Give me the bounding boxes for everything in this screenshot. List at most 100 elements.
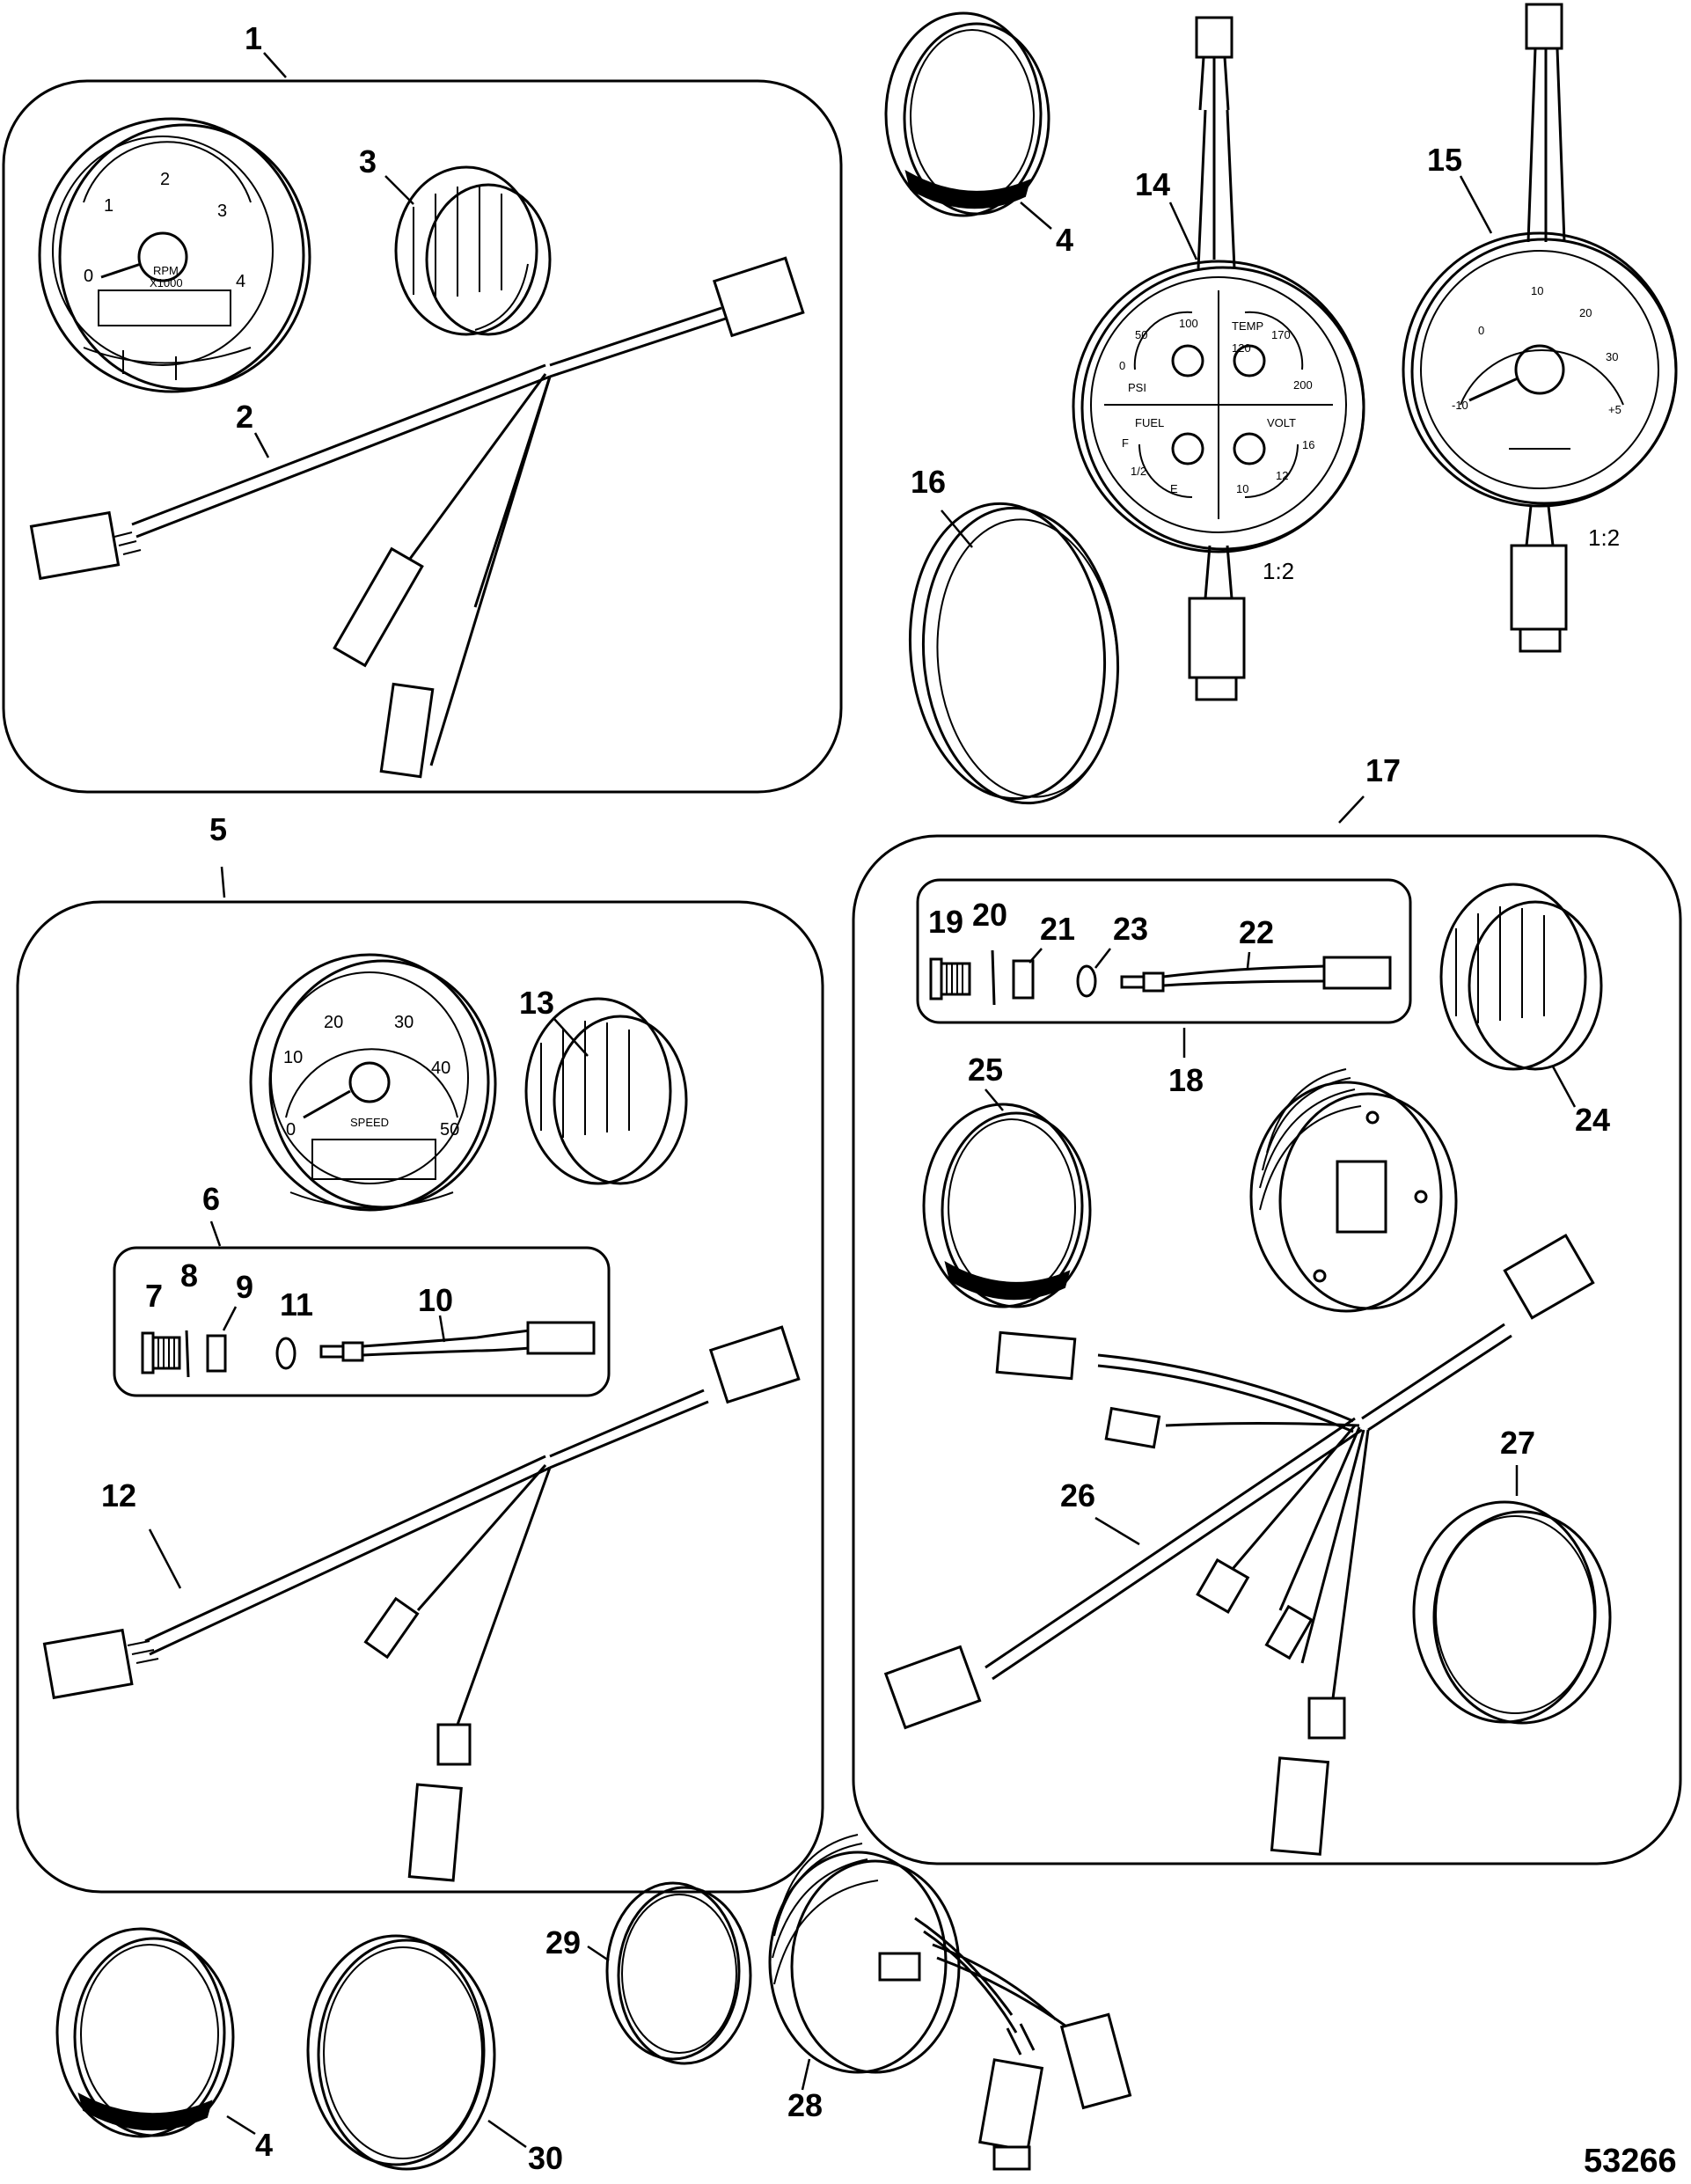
svg-text:-10: -10	[1452, 399, 1468, 412]
svg-text:+5: +5	[1608, 403, 1621, 416]
part-27-ring	[1412, 1500, 1612, 1725]
svg-text:200: 200	[1293, 378, 1313, 392]
part-21-nut	[1012, 959, 1035, 1000]
part-4-bezel-top	[884, 11, 1050, 217]
part-15-gauge: -10 0 10 20 30 +5	[1402, 3, 1678, 653]
svg-text:20: 20	[1579, 306, 1592, 319]
group-6-box	[113, 1246, 611, 1397]
svg-text:VOLT: VOLT	[1267, 416, 1296, 429]
callout-15: 15	[1427, 142, 1462, 178]
svg-text:3: 3	[217, 202, 227, 221]
part-12-harness	[42, 1325, 801, 1882]
svg-text:0: 0	[286, 1120, 296, 1140]
callout-24: 24	[1575, 1102, 1610, 1138]
svg-text:SPEED: SPEED	[350, 1116, 389, 1129]
callout-4-top: 4	[1056, 222, 1073, 258]
svg-text:40: 40	[431, 1059, 450, 1078]
svg-text:170: 170	[1271, 328, 1291, 341]
svg-text:20: 20	[324, 1013, 343, 1032]
callout-30: 30	[528, 2140, 563, 2176]
callout-5: 5	[209, 811, 227, 847]
svg-text:TEMP: TEMP	[1232, 319, 1263, 333]
part-30-ring	[306, 1934, 496, 2171]
scale-15: 1:2	[1588, 524, 1620, 551]
callout-14: 14	[1135, 166, 1170, 202]
svg-text:30: 30	[394, 1013, 414, 1032]
part-10-sensor	[319, 1321, 596, 1362]
svg-text:0: 0	[1119, 359, 1125, 372]
part-2-harness	[29, 256, 805, 779]
group-18-box	[916, 878, 1412, 1024]
part-26-harness	[883, 1233, 1595, 1856]
part-25-bezel	[922, 1103, 1092, 1308]
part-7-fitting	[141, 1331, 181, 1374]
part-22-sensor	[1120, 956, 1392, 993]
svg-text:F: F	[1122, 436, 1129, 450]
svg-text:1/2: 1/2	[1131, 465, 1146, 478]
group-5-box	[16, 900, 824, 1894]
callout-17: 17	[1365, 752, 1401, 788]
callout-23: 23	[1113, 911, 1148, 947]
callout-13: 13	[519, 985, 554, 1021]
callout-6: 6	[202, 1181, 220, 1217]
part-8-washer	[185, 1330, 190, 1378]
callout-11: 11	[280, 1286, 313, 1323]
part-29-ring	[605, 1881, 752, 2065]
svg-text:100: 100	[1179, 317, 1198, 330]
svg-text:10: 10	[283, 1048, 303, 1067]
svg-text:120: 120	[1232, 341, 1251, 355]
scale-14: 1:2	[1263, 558, 1294, 584]
svg-text:30: 30	[1606, 350, 1618, 363]
svg-text:FUEL: FUEL	[1135, 416, 1164, 429]
callout-20: 20	[972, 897, 1007, 933]
part-23-oring	[1076, 964, 1097, 998]
svg-text:X1000: X1000	[150, 276, 183, 289]
callout-4-bottom: 4	[255, 2127, 273, 2163]
part-28-gauge-body	[768, 1834, 1132, 2171]
group-17-box	[852, 834, 1682, 1865]
figure-number: 53266	[1584, 2143, 1677, 2180]
part-20-washer	[991, 949, 996, 1006]
gauge-body-back	[1249, 1068, 1458, 1313]
callout-8: 8	[180, 1257, 198, 1294]
callout-10: 10	[418, 1282, 453, 1318]
svg-text:10: 10	[1236, 482, 1248, 495]
part-13-bezel-nut	[524, 997, 688, 1185]
callout-2: 2	[236, 399, 253, 435]
svg-text:1: 1	[104, 196, 113, 216]
svg-text:50: 50	[1135, 328, 1147, 341]
part-16-ring	[908, 502, 1120, 805]
tachometer-gauge: 0 1 2 3 4 RPM X1000	[38, 117, 311, 393]
svg-text:PSI: PSI	[1128, 381, 1146, 394]
svg-text:0: 0	[1478, 324, 1484, 337]
callout-9: 9	[236, 1269, 253, 1305]
part-11-oring	[275, 1337, 296, 1370]
part-3-bezel-nut	[394, 165, 552, 336]
callout-22: 22	[1239, 914, 1274, 950]
part-14-multi-gauge: PSI TEMP FUEL VOLT 0 50 100 120 170 200 …	[1072, 16, 1365, 701]
part-4-bezel-bottom	[55, 1927, 235, 2138]
callout-21: 21	[1040, 911, 1075, 947]
callout-19: 19	[928, 904, 963, 940]
svg-text:50: 50	[440, 1120, 459, 1140]
group-1-box	[2, 79, 843, 794]
callout-25: 25	[968, 1052, 1003, 1088]
svg-text:0: 0	[84, 267, 93, 286]
callout-29: 29	[545, 1924, 581, 1960]
svg-text:E: E	[1170, 482, 1178, 495]
callout-3: 3	[359, 143, 377, 180]
callout-12: 12	[101, 1477, 136, 1513]
part-9-nut	[206, 1334, 227, 1373]
callout-26: 26	[1060, 1477, 1095, 1513]
part-24-bezel-nut	[1439, 883, 1603, 1071]
callout-27: 27	[1500, 1425, 1535, 1461]
callout-28: 28	[787, 2087, 823, 2123]
svg-text:12: 12	[1276, 469, 1288, 482]
svg-text:RPM: RPM	[153, 264, 179, 277]
callout-16: 16	[911, 464, 946, 500]
callout-1: 1	[245, 20, 262, 56]
part-19-fitting	[929, 957, 971, 1000]
speedometer-gauge: 0 10 20 30 40 50 SPEED	[249, 953, 497, 1212]
svg-text:2: 2	[160, 170, 170, 189]
callout-7: 7	[145, 1278, 163, 1314]
